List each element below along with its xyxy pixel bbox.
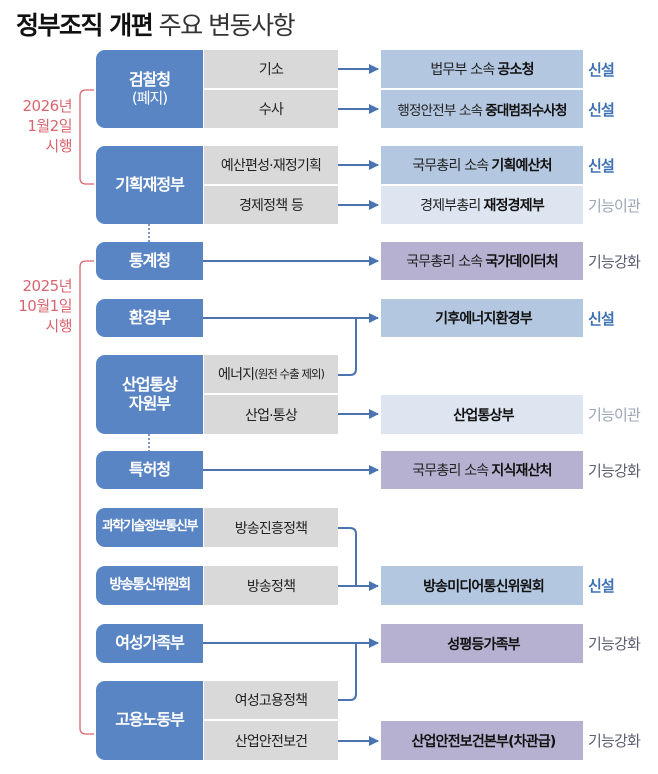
target-name: 재정경제부 [483,198,545,214]
func-broadcast-promo: 방송진흥정책 [204,508,338,547]
org-name: 산업통상 [122,375,178,395]
func-energy-label: 에너지 [217,367,255,383]
status-badge: 기능이관 [588,406,641,424]
target-prefix: 국무총리 소속 [412,158,489,174]
org-name: 방송통신위원회 [109,577,191,594]
date-label-2025: 2025년 10월1일 시행 [8,276,72,336]
date-effective: 시행 [45,137,72,155]
org-name: 검찰청 [128,70,171,90]
func-industrial-safety: 산업안전보건 [204,721,338,760]
target-name: 지식재산처 [491,463,552,479]
org-name: 과학기술정보통신부 [101,519,198,535]
org-industry: 산업통상 자원부 [96,355,203,434]
status-badge: 신설 [588,60,615,79]
status-badge: 신설 [588,156,615,175]
func-energy: 에너지(원전 수출 제외) [204,355,338,393]
target-name: 기획예산처 [491,158,552,174]
status-badge: 기능강화 [588,461,641,480]
target-prefix: 법무부 소속 [430,62,495,78]
org-science: 과학기술정보통신부 [96,508,203,547]
date-day: 10월1일 [18,297,72,315]
func-budget: 예산편성·재정기획 [204,146,338,184]
target-name: 방송미디어통신위원회 [423,578,545,595]
org-environment: 환경부 [96,299,203,337]
target-name: 산업안전보건본부(차관급) [411,733,556,750]
title-light: 주요 변동사항 [158,11,296,40]
target-name: 산업통상부 [453,407,514,424]
org-broadcast: 방송통신위원회 [96,566,203,605]
status-badge: 신설 [588,309,615,328]
target-name: 국가데이터처 [485,254,558,270]
target-prefix: 경제부총리 [420,198,481,214]
func-indictment: 기소 [204,50,338,88]
status-badge: 신설 [588,100,615,119]
status-badge: 기능이관 [588,196,641,215]
status-badge: 기능강화 [588,635,641,653]
page-title: 정부조직 개편 주요 변동사항 [16,6,296,42]
func-economic-policy: 경제정책 등 [204,186,338,224]
org-patent: 특허청 [96,451,203,489]
target-broadcast-media: 방송미디어통신위원회 [381,566,583,605]
org-name: 여성가족부 [115,633,185,653]
func-investigation: 수사 [204,90,338,128]
func-women-employment: 여성고용정책 [204,681,338,719]
org-name: 고용노동부 [115,710,185,730]
org-statistics: 통계청 [96,242,203,280]
target-industry-trade: 산업통상부 [381,395,583,434]
date-effective: 시행 [45,317,72,335]
title-bold: 정부조직 개편 [16,11,154,40]
target-climate-energy: 기후에너지환경부 [381,299,583,337]
date-year: 2025년 [22,277,73,295]
target-name: 기후에너지환경부 [435,311,532,327]
org-name: 기획재정부 [115,174,185,194]
date-label-2026: 2026년 1월2일 시행 [8,96,73,156]
org-prosecution: 검찰청 (폐지) [96,50,203,128]
status-badge: 기능강화 [588,732,641,750]
target-name: 중대범죄수사청 [485,103,567,119]
org-finance: 기획재정부 [96,146,203,224]
target-prefix: 국무총리 소속 [406,254,483,270]
func-broadcast-policy: 방송정책 [204,566,338,605]
target-gender-equality: 성평등가족부 [381,624,583,663]
org-name: 환경부 [128,307,171,327]
org-note: (폐지) [131,88,168,107]
org-name-line2: 자원부 [128,393,171,413]
target-prefix: 국무총리 소속 [412,463,489,479]
status-badge: 신설 [588,577,615,595]
target-name: 성평등가족부 [447,636,520,653]
target-prefix: 행정안전부 소속 [397,103,483,119]
func-industry-trade: 산업·통상 [204,395,338,434]
date-year: 2026년 [22,97,73,115]
org-gender: 여성가족부 [96,624,203,663]
target-name: 공소청 [497,62,534,78]
status-badge: 기능강화 [588,252,641,271]
org-labor: 고용노동부 [96,681,203,760]
org-name: 특허청 [128,459,171,479]
target-safety-hq: 산업안전보건본부(차관급) [381,721,583,760]
date-day: 1월2일 [27,117,72,135]
func-energy-note: (원전 수출 제외) [254,367,325,381]
org-name: 통계청 [128,250,171,270]
